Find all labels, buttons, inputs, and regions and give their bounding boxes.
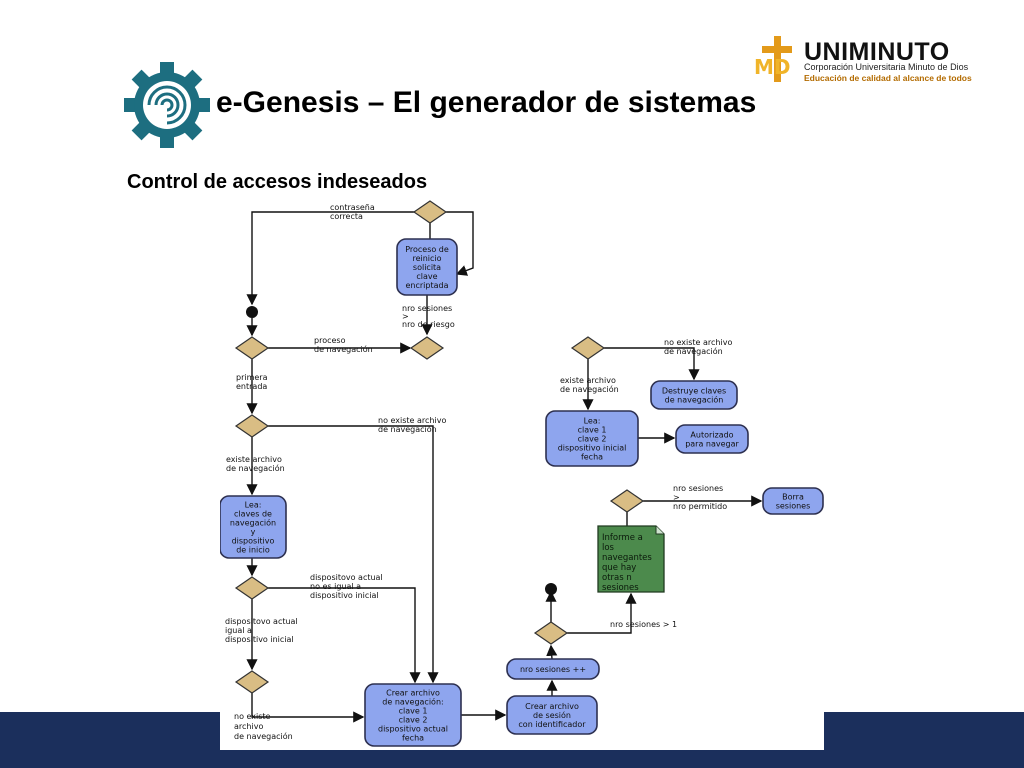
- decision-dispositivo: [234, 576, 270, 600]
- slide-title: e-Genesis – El generador de sistemas: [216, 86, 757, 119]
- box-borra-sesiones: [762, 487, 824, 515]
- edge-no-existe-destruye: [604, 347, 700, 381]
- box-crear-sesion: [506, 695, 598, 735]
- edge-contrasena-start: [246, 211, 415, 306]
- edge-no-existe-1: [268, 425, 439, 684]
- note-fold: [655, 526, 664, 535]
- label-sesiones-riesgo: nro sesiones>nro de riesgo: [402, 304, 455, 329]
- edge-loop-reinicio: [446, 211, 474, 276]
- decision-sesiones-permitido: [609, 489, 645, 513]
- slide-subtitle: Control de accesos indeseados: [127, 171, 428, 193]
- decision-contrasena: [412, 200, 448, 224]
- start-node: [246, 306, 258, 318]
- decision-primera-entrada: [234, 336, 270, 360]
- logo-line2: Educación de calidad al alcance de todos: [804, 73, 972, 83]
- edge-sesiones-1-note: [567, 592, 637, 634]
- uniminuto-logo: MD UNIMINUTO Corporación Universitaria M…: [752, 34, 992, 86]
- logo-line1: Corporación Universitaria Minuto de Dios: [804, 62, 969, 72]
- box-crear-archivo: [364, 683, 462, 747]
- box-proceso-reinicio: [396, 238, 458, 296]
- logo-name: UNIMINUTO: [804, 38, 950, 66]
- box-destruye-claves: [650, 380, 738, 410]
- logo-initials: MD: [754, 55, 791, 79]
- edge-no-existe-crear: [251, 693, 365, 723]
- decision-existe-archivo-2: [570, 336, 606, 360]
- note-informe: [597, 525, 665, 593]
- egenesis-gear-logo: [124, 62, 210, 148]
- decision-existe-archivo: [234, 414, 270, 438]
- box-nro-sesiones-pp-text: nro sesiones ++: [520, 665, 586, 674]
- decision-no-existe: [234, 670, 270, 694]
- label-sesiones-1: nro sesiones > 1: [610, 620, 677, 629]
- box-lea-clave: [545, 410, 639, 467]
- decision-sesiones-1: [533, 621, 569, 645]
- decision-riesgo: [409, 336, 445, 360]
- edge-pp-decision: [546, 644, 558, 660]
- end-node: [545, 583, 557, 595]
- box-lea-claves: [219, 495, 287, 559]
- box-nro-sesiones-pp: [506, 658, 600, 680]
- edge-dispositivo-crear: [268, 587, 421, 684]
- box-autorizado: [675, 424, 749, 454]
- label-sesiones-permitido: nro sesiones>nro permitido: [673, 484, 727, 511]
